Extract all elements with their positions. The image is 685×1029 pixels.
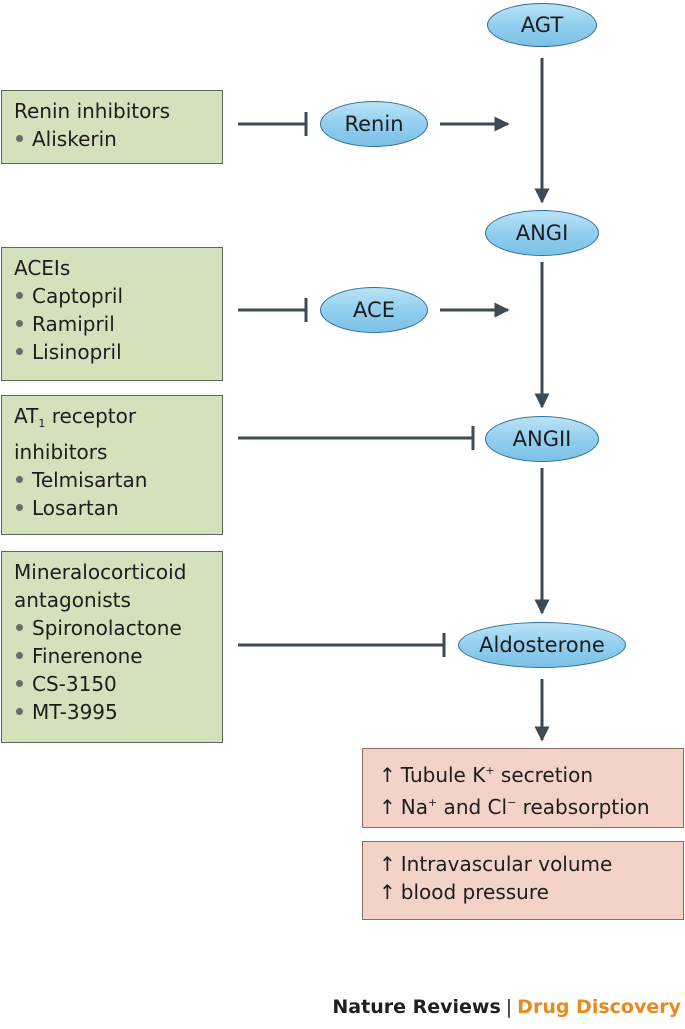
box-title: Mineralocorticoid <box>14 560 187 584</box>
box-renin-inhibitors: Renin inhibitors Aliskerin <box>1 90 223 164</box>
journal-section: Drug Discovery <box>517 996 681 1018</box>
drug-item: Aliskerin <box>14 125 214 153</box>
journal-name: Nature Reviews <box>332 996 501 1018</box>
effect-line: ↑Na+ and Cl− reabsorption <box>379 795 650 819</box>
up-arrow-icon: ↑ <box>379 880 396 904</box>
node-agt: AGT <box>487 3 597 47</box>
node-angi: ANGI <box>485 210 599 256</box>
drug-item: Captopril <box>14 282 214 310</box>
effect-line: ↑blood pressure <box>379 880 549 904</box>
credit-separator: | <box>505 996 513 1018</box>
drug-item: MT-3995 <box>14 698 214 726</box>
up-arrow-icon: ↑ <box>379 852 396 876</box>
box-at1-inhibitors: AT1 receptor inhibitors Telmisartan Losa… <box>1 395 223 535</box>
node-ace: ACE <box>320 287 428 333</box>
effect-box-tubule: ↑Tubule K+ secretion ↑Na+ and Cl− reabso… <box>362 748 684 828</box>
box-title: ACEIs <box>14 256 71 280</box>
drug-item: Ramipril <box>14 310 214 338</box>
drug-item: Telmisartan <box>14 466 214 494</box>
journal-credit: Nature Reviews|Drug Discovery <box>332 996 681 1018</box>
drug-item: CS-3150 <box>14 670 214 698</box>
node-aldosterone: Aldosterone <box>458 622 626 668</box>
effect-line: ↑Intravascular volume <box>379 852 613 876</box>
box-title-line2: antagonists <box>14 588 131 612</box>
up-arrow-icon: ↑ <box>379 795 396 819</box>
up-arrow-icon: ↑ <box>379 763 396 787</box>
effect-box-volume: ↑Intravascular volume ↑blood pressure <box>362 841 684 920</box>
box-title: AT1 receptor <box>14 404 137 430</box>
drug-item: Spironolactone <box>14 614 214 642</box>
box-title-line2: inhibitors <box>14 440 108 464</box>
effect-line: ↑Tubule K+ secretion <box>379 763 594 787</box>
drug-item: Finerenone <box>14 642 214 670</box>
box-aceis: ACEIs Captopril Ramipril Lisinopril <box>1 247 223 381</box>
drug-item: Lisinopril <box>14 338 214 366</box>
node-renin: Renin <box>320 101 428 147</box>
box-mineralocorticoid-antagonists: Mineralocorticoid antagonists Spironolac… <box>1 551 223 743</box>
drug-item: Losartan <box>14 494 214 522</box>
node-angii: ANGII <box>485 416 599 462</box>
box-title: Renin inhibitors <box>14 99 171 123</box>
